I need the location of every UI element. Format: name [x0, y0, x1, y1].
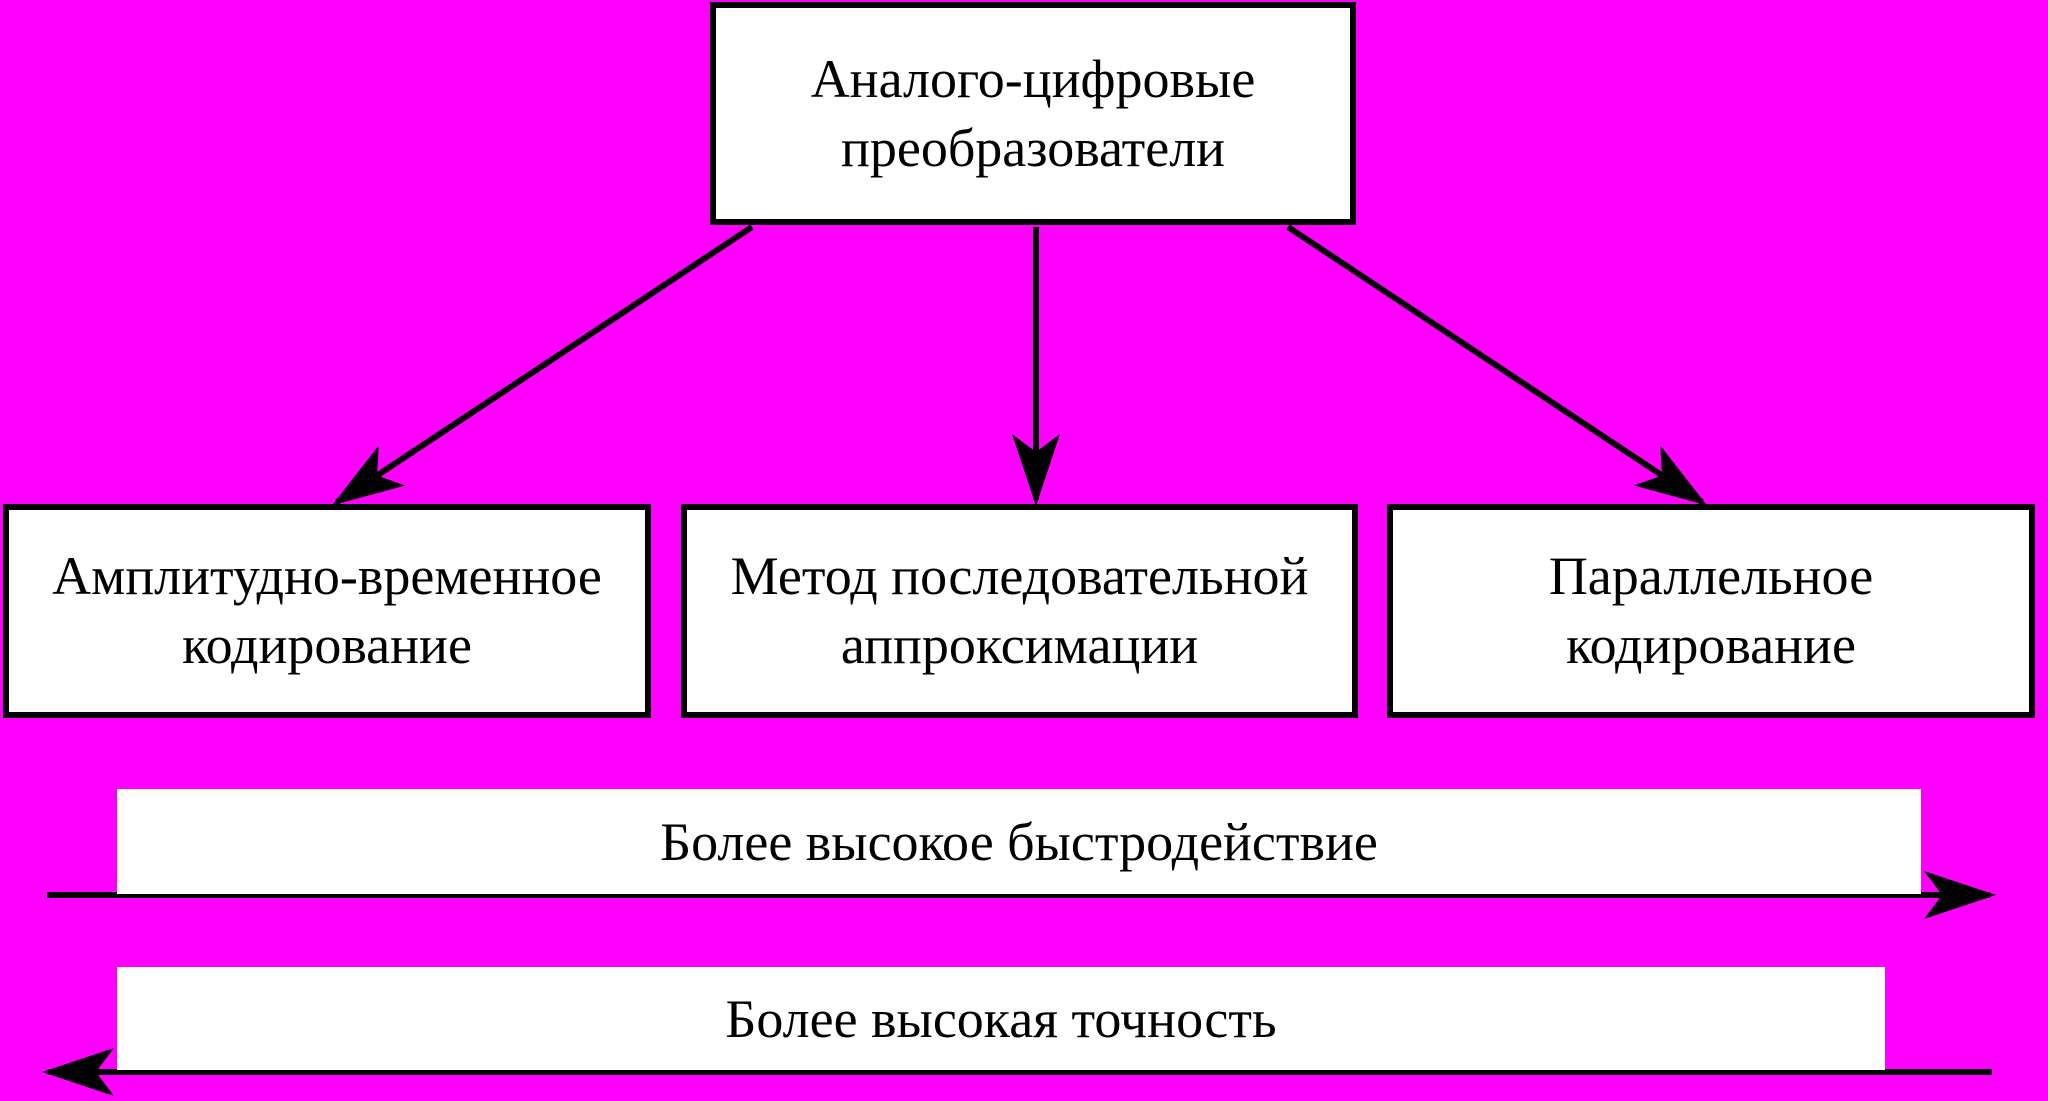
node-parallel-line-1: Параллельное [1548, 546, 1874, 606]
root-node-line-2: преобразователи [840, 117, 1226, 178]
node-amplitude-time-coding: Амплитудно-временное кодирование [3, 504, 651, 718]
node-successive-approx-line-1: Метод последовательной [730, 546, 1309, 606]
accuracy-scale-label: Более высокая точность [117, 967, 1885, 1070]
speed-scale-label: Более высокое быстродействие [117, 789, 1921, 894]
root-node-adc: Аналого-цифровые преобразователи [710, 2, 1356, 225]
node-parallel-coding: Параллельное кодирование [1387, 504, 2035, 718]
node-parallel-line-2: кодирование [1566, 615, 1856, 675]
node-successive-approx-line-2: аппроксимации [840, 615, 1199, 675]
accuracy-scale-text: Более высокая точность [725, 988, 1277, 1049]
node-amplitude-time-line-2: кодирование [182, 615, 472, 675]
arrow-root-to-amplitude-time [331, 224, 754, 506]
root-node-line-1: Аналого-цифровые [810, 48, 1256, 109]
speed-scale-text: Более высокое быстродействие [660, 811, 1378, 872]
node-successive-approximation: Метод последовательной аппроксимации [681, 504, 1358, 718]
arrow-root-to-parallel [1286, 224, 1707, 506]
node-amplitude-time-line-1: Амплитудно-временное [52, 546, 602, 606]
